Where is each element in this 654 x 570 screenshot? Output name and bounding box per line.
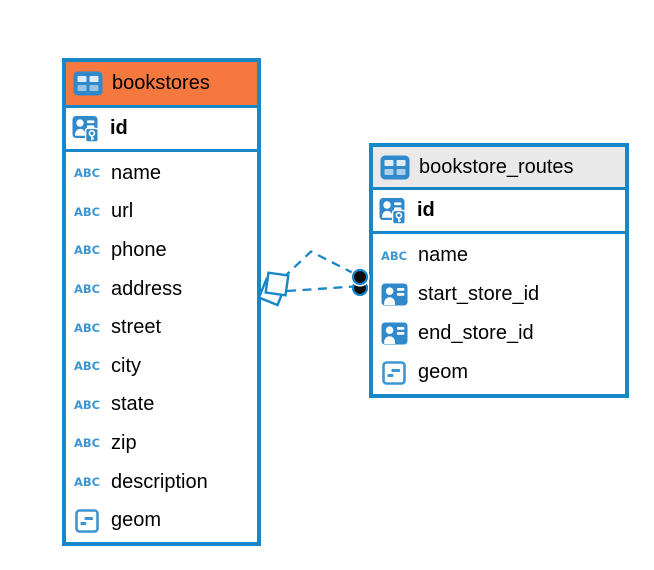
text-type-icon: ABC [73, 475, 101, 490]
er-table-bookstores[interactable]: bookstores id [62, 58, 261, 546]
column-row[interactable]: ABC [66, 231, 257, 270]
column-row[interactable]: ABC [66, 346, 257, 386]
text-type-icon: ABC [73, 359, 101, 374]
text-type-icon: ABC [73, 282, 101, 297]
column-name: geom [418, 361, 469, 383]
text-type-icon: ABC [73, 166, 101, 181]
text-type-icon: ABC [73, 243, 101, 258]
primary-key-id-icon [379, 197, 409, 225]
column-name: name [111, 161, 162, 184]
column-row-id[interactable]: id [66, 108, 257, 152]
column-row[interactable]: ABC [66, 269, 257, 309]
column-row[interactable]: ABC [373, 236, 625, 275]
column-name: end_store_id [418, 322, 534, 344]
column-row[interactable]: ABC [66, 501, 257, 540]
reference-type-icon [379, 322, 409, 345]
column-name: street [111, 316, 162, 339]
table-header-bookstores[interactable]: bookstores [66, 62, 257, 108]
table-header-bookstore-routes[interactable]: bookstore_routes [373, 147, 625, 190]
column-row[interactable]: ABC [66, 462, 257, 502]
relationship-endpoint-dot-halo [350, 267, 370, 287]
column-row[interactable]: ABC [373, 275, 625, 314]
table-icon [73, 71, 103, 96]
column-name: name [418, 244, 469, 266]
column-list: ABC [66, 152, 257, 542]
relationship-diamond-decoration-back [257, 277, 287, 307]
column-name: url [111, 200, 134, 223]
relationship-endpoint-dot-lower [351, 279, 369, 297]
column-row[interactable]: ABC [66, 424, 257, 463]
text-type-icon: ABC [73, 397, 101, 412]
table-name: bookstores [112, 72, 210, 94]
primary-key-name: id [110, 117, 128, 139]
column-name: description [111, 470, 208, 493]
column-name: zip [111, 431, 137, 454]
column-row[interactable]: ABC [66, 385, 257, 425]
geometry-type-icon [72, 508, 102, 533]
column-list: ABC [373, 234, 625, 394]
relationship-line-upper[interactable] [282, 250, 356, 279]
column-row[interactable]: ABC [373, 353, 625, 392]
text-type-icon: ABC [380, 248, 408, 263]
column-name: state [111, 393, 155, 416]
primary-key-name: id [417, 199, 435, 221]
column-name: start_store_id [418, 283, 540, 305]
text-type-icon: ABC [73, 320, 101, 335]
er-table-bookstore-routes[interactable]: bookstore_routes id [369, 143, 629, 398]
relationship-endpoint-dot-upper [351, 268, 369, 286]
text-type-icon: ABC [73, 436, 101, 451]
column-name: address [111, 277, 183, 300]
relationship-line-lower[interactable] [286, 285, 355, 293]
geometry-type-icon [379, 360, 409, 385]
column-row-id[interactable]: id [373, 190, 625, 234]
column-row[interactable]: ABC [373, 314, 625, 353]
primary-key-id-icon [72, 115, 102, 143]
column-name: geom [111, 509, 162, 532]
column-name: city [111, 354, 141, 377]
column-row[interactable]: ABC [66, 192, 257, 232]
column-row[interactable]: ABC [66, 308, 257, 347]
table-icon [380, 155, 410, 180]
table-name: bookstore_routes [419, 155, 574, 178]
column-row[interactable]: ABC [66, 154, 257, 193]
relationship-diamond-decoration-front [264, 271, 290, 297]
reference-type-icon [379, 283, 409, 306]
text-type-icon: ABC [73, 204, 101, 219]
column-name: phone [111, 238, 167, 261]
